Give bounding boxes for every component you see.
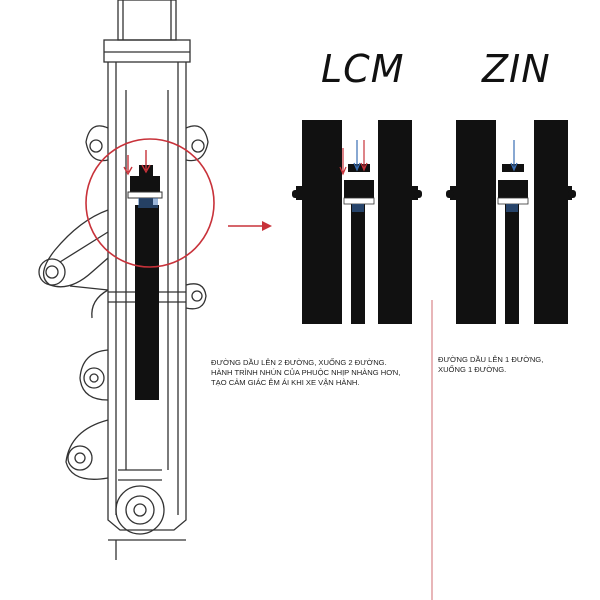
red-arrow-icon — [339, 148, 347, 176]
lcm-right-leg — [378, 120, 412, 324]
damper-rod — [135, 205, 159, 400]
lcm-caption-line: HÀNH TRÌNH NHÚN CỦA PHUỘC NHỊP NHÀNG HƠN… — [211, 368, 401, 378]
right-arrow-icon — [228, 221, 272, 231]
right-ear — [185, 125, 209, 162]
zin-right-leg — [534, 120, 568, 324]
lower-lug-2 — [65, 419, 109, 480]
zin-title: ZIN — [482, 47, 551, 91]
fork-collar — [103, 39, 191, 63]
red-arrow-icon — [141, 150, 151, 174]
zin-caption-line: ĐƯỜNG DẦU LÊN 1 ĐƯỜNG, — [438, 355, 544, 364]
lcm-title: LCM — [321, 47, 405, 91]
zin-left-leg — [456, 120, 496, 324]
zoom-circle — [85, 138, 215, 268]
blue-arrow-icon — [510, 140, 518, 172]
lcm-caption-line: ĐƯỜNG DẦU LÊN 2 ĐƯỜNG, XUỐNG 2 ĐƯỜNG. — [211, 358, 387, 367]
axle-boss — [115, 485, 165, 535]
lcm-caption-line: TẠO CẢM GIÁC ÊM ÁI KHI XE VẬN HÀNH. — [211, 378, 360, 388]
zin-caption: ĐƯỜNG DẦU LÊN 1 ĐƯỜNG, XUỐNG 1 ĐƯỜNG. — [438, 355, 543, 375]
red-arrow-icon — [360, 140, 368, 172]
lower-leg-outline — [107, 62, 187, 531]
lcm-left-leg — [302, 120, 342, 324]
left-ear — [85, 125, 109, 162]
lcm-detail — [292, 120, 422, 324]
zin-detail — [446, 120, 576, 324]
blue-arrow-icon — [353, 140, 361, 172]
caliper-arm — [43, 209, 109, 288]
mid-right-ear — [185, 283, 207, 310]
zin-caption-line: XUỐNG 1 ĐƯỜNG. — [438, 365, 507, 375]
lcm-caption: ĐƯỜNG DẦU LÊN 2 ĐƯỜNG, XUỐNG 2 ĐƯỜNG. HÀ… — [211, 358, 400, 389]
fork-drawing — [38, 0, 209, 560]
red-arrow-icon — [123, 155, 133, 176]
caliper-bolt-1 — [38, 258, 66, 286]
lower-lug-1 — [79, 349, 109, 401]
upper-stanchion — [117, 0, 177, 41]
